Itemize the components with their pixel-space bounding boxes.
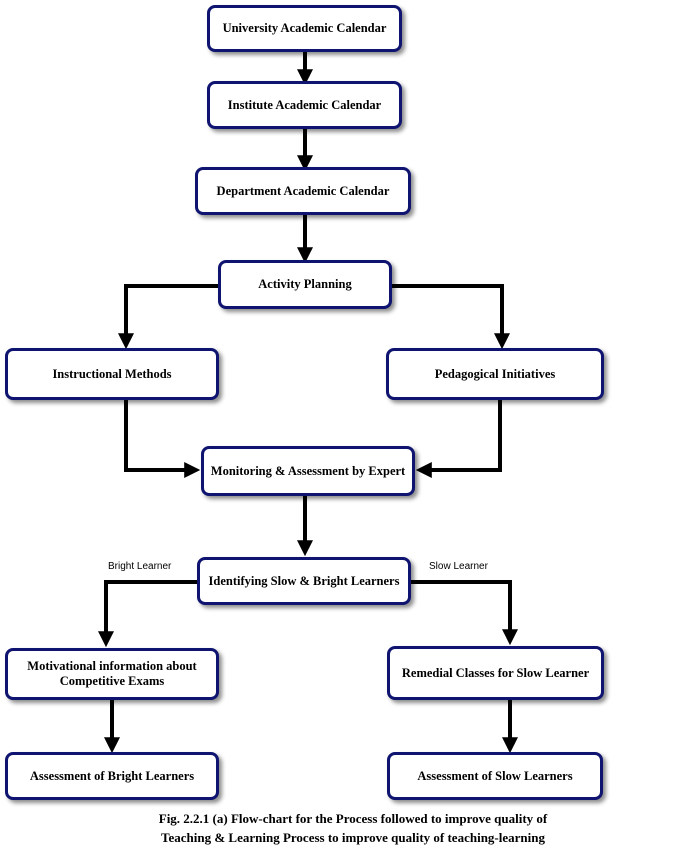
institute-calendar-box: Institute Academic Calendar: [207, 81, 402, 129]
arrow-pedagogical-monitoring: [415, 400, 502, 478]
university-calendar-box: University Academic Calendar: [207, 5, 402, 52]
identifying-learners-box: Identifying Slow & Bright Learners: [197, 557, 411, 605]
pedagogical-initiatives-label: Pedagogical Initiatives: [434, 366, 556, 381]
assessment-bright-label: Assessment of Bright Learners: [29, 768, 195, 783]
university-calendar-label: University Academic Calendar: [222, 21, 387, 35]
assessment-slow-label: Assessment of Slow Learners: [417, 768, 573, 783]
activity-planning-label: Activity Planning: [258, 277, 352, 291]
activity-planning-box: Activity Planning: [218, 260, 392, 309]
motivational-information-box: Motivational information about Competiti…: [5, 648, 219, 700]
caption-line-2: Teaching & Learning Process to improve q…: [161, 830, 545, 845]
arrow-activity-pedagogical: [392, 284, 510, 350]
assessment-slow-box: Assessment of Slow Learners: [387, 752, 603, 800]
caption-line-1: Fig. 2.2.1 (a) Flow-chart for the Proces…: [158, 811, 548, 826]
instructional-methods-box: Instructional Methods: [5, 348, 219, 400]
slow-learner-edge-label: Slow Learner: [429, 561, 488, 572]
pedagogical-initiatives-box: Pedagogical Initiatives: [386, 348, 604, 400]
arrow-identifying-motivational: [98, 580, 197, 648]
identifying-learners-label: Identifying Slow & Bright Learners: [208, 573, 400, 588]
institute-calendar-label: Institute Academic Calendar: [227, 97, 382, 112]
figure-caption: Fig. 2.2.1 (a) Flow-chart for the Proces…: [60, 809, 646, 847]
arrow-identifying-remedial: [411, 580, 518, 646]
remedial-classes-box: Remedial Classes for Slow Learner: [387, 646, 604, 700]
remedial-classes-label: Remedial Classes for Slow Learner: [401, 665, 590, 680]
arrow-activity-instructional: [118, 284, 218, 350]
monitoring-assessment-box: Monitoring & Assessment by Expert: [201, 446, 415, 496]
motivational-information-label: Motivational information about Competiti…: [27, 659, 197, 688]
bright-learner-edge-label: Bright Learner: [108, 561, 172, 572]
department-calendar-label: Department Academic Calendar: [216, 183, 390, 198]
department-calendar-box: Department Academic Calendar: [195, 167, 411, 215]
monitoring-assessment-label: Monitoring & Assessment by Expert: [210, 463, 406, 478]
assessment-bright-box: Assessment of Bright Learners: [5, 752, 219, 800]
arrow-instructional-monitoring: [124, 400, 201, 478]
instructional-methods-label: Instructional Methods: [52, 366, 172, 381]
